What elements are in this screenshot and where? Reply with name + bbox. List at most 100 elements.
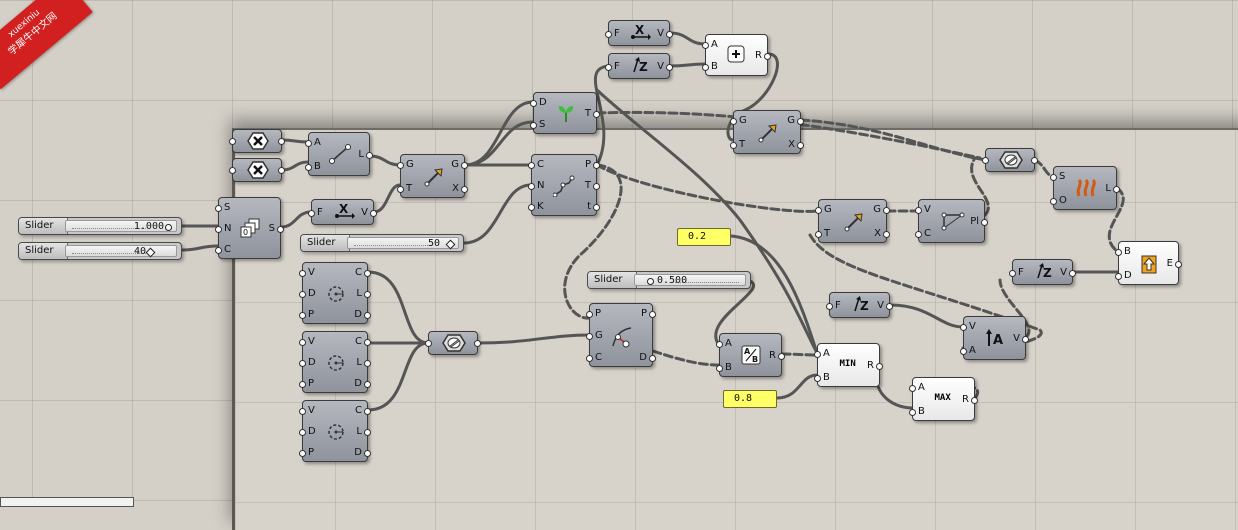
output-grip[interactable] [649, 311, 656, 318]
output-grip[interactable] [649, 355, 656, 362]
input-grip[interactable] [702, 64, 709, 71]
input-grip[interactable] [299, 429, 306, 436]
output-grip[interactable] [1031, 157, 1038, 164]
output-grip[interactable] [366, 152, 373, 159]
input-grip[interactable] [814, 375, 821, 382]
input-grip[interactable] [305, 140, 312, 147]
input-grip[interactable] [299, 312, 306, 319]
input-grip[interactable] [308, 210, 315, 217]
slider-track[interactable]: 50 [347, 237, 459, 250]
output-grip[interactable] [364, 360, 371, 367]
input-grip[interactable] [1050, 174, 1057, 181]
slider-track[interactable]: 1.000 [65, 220, 177, 232]
input-grip[interactable] [299, 339, 306, 346]
input-grip[interactable] [397, 162, 404, 169]
input-grip[interactable] [716, 365, 723, 372]
input-grip[interactable] [299, 360, 306, 367]
output-grip[interactable] [364, 381, 371, 388]
slider-track[interactable]: 40 [65, 245, 177, 258]
output-grip[interactable] [474, 340, 481, 347]
input-grip[interactable] [605, 64, 612, 71]
output-grip[interactable] [364, 450, 371, 457]
output-grip[interactable] [364, 270, 371, 277]
input-grip[interactable] [909, 409, 916, 416]
output-grip[interactable] [593, 183, 600, 190]
slider-grip[interactable] [145, 247, 156, 258]
output-grip[interactable] [364, 429, 371, 436]
output-grip[interactable] [876, 363, 883, 370]
input-grip[interactable] [586, 333, 593, 340]
output-grip[interactable] [797, 118, 804, 125]
output-grip[interactable] [593, 111, 600, 118]
output-grip[interactable] [593, 204, 600, 211]
input-grip[interactable] [1115, 273, 1122, 280]
output-grip[interactable] [461, 186, 468, 193]
input-grip[interactable] [215, 226, 222, 233]
output-grip[interactable] [364, 339, 371, 346]
input-grip[interactable] [814, 351, 821, 358]
input-grip[interactable] [528, 162, 535, 169]
component-hexnut-right[interactable] [982, 148, 1038, 172]
slider-1[interactable]: Slider 1.000 [18, 217, 182, 235]
input-grip[interactable] [702, 42, 709, 49]
input-grip[interactable] [909, 385, 916, 392]
input-grip[interactable] [730, 118, 737, 125]
output-grip[interactable] [1022, 336, 1029, 343]
input-grip[interactable] [229, 167, 236, 174]
output-grip[interactable] [278, 138, 285, 145]
input-grip[interactable] [1115, 249, 1122, 256]
output-grip[interactable] [981, 219, 988, 226]
input-grip[interactable] [299, 291, 306, 298]
output-grip[interactable] [797, 142, 804, 149]
output-grip[interactable] [883, 231, 890, 238]
slider-track[interactable]: 0.500 [634, 274, 746, 286]
input-grip[interactable] [397, 186, 404, 193]
slider-grip[interactable] [647, 278, 654, 285]
output-grip[interactable] [971, 397, 978, 404]
output-grip[interactable] [1069, 270, 1076, 277]
output-grip[interactable] [1175, 261, 1182, 268]
output-grip[interactable] [666, 64, 673, 71]
output-grip[interactable] [886, 303, 893, 310]
output-grip[interactable] [764, 53, 771, 60]
input-grip[interactable] [425, 340, 432, 347]
input-grip[interactable] [915, 207, 922, 214]
input-grip[interactable] [299, 450, 306, 457]
input-grip[interactable] [960, 324, 967, 331]
component-cross-b[interactable] [229, 158, 285, 182]
input-grip[interactable] [605, 31, 612, 38]
panel-0-2[interactable]: 0.2 [677, 228, 731, 246]
output-grip[interactable] [883, 207, 890, 214]
input-grip[interactable] [305, 164, 312, 171]
input-grip[interactable] [586, 355, 593, 362]
output-grip[interactable] [364, 291, 371, 298]
output-grip[interactable] [370, 210, 377, 217]
input-grip[interactable] [1009, 270, 1016, 277]
slider-grip[interactable] [165, 224, 172, 231]
input-grip[interactable] [530, 100, 537, 107]
input-grip[interactable] [586, 311, 593, 318]
output-grip[interactable] [364, 312, 371, 319]
slider-3[interactable]: Slider 50 [300, 234, 464, 252]
input-grip[interactable] [299, 381, 306, 388]
input-grip[interactable] [826, 303, 833, 310]
input-grip[interactable] [530, 122, 537, 129]
component-hexnut-mid[interactable] [425, 331, 481, 355]
